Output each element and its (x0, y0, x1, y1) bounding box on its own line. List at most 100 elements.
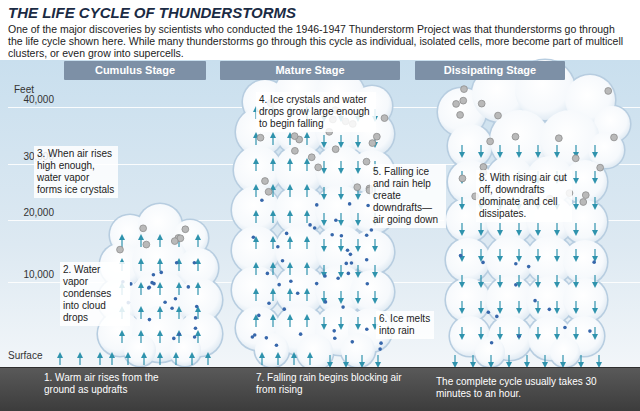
cloud-puff (341, 333, 375, 367)
cloud-edge (444, 236, 491, 283)
airflow-arrow (323, 161, 324, 171)
airflow-arrow (159, 237, 160, 247)
ice-crystal (461, 86, 468, 93)
ice-crystal (611, 134, 618, 141)
rain-drop (163, 300, 167, 304)
cloud-puff (446, 278, 490, 322)
airflow-arrow (594, 171, 595, 181)
airflow-arrow (340, 265, 341, 275)
rain-drop (350, 340, 354, 344)
ice-crystal (369, 140, 376, 147)
cloud-puff (350, 230, 394, 274)
airflow-arrow (323, 135, 324, 145)
rain-drop (147, 286, 151, 290)
airflow-arrow (490, 355, 491, 365)
rain-drop (365, 258, 369, 262)
airflow-arrow (255, 265, 256, 275)
ice-crystal (582, 192, 589, 199)
rain-drop (193, 261, 197, 265)
cloud-puff (124, 334, 156, 366)
airflow-arrow (594, 301, 595, 311)
airflow-arrow (472, 355, 473, 365)
rain-drop (308, 223, 312, 227)
rain-drop (459, 254, 463, 258)
rain-drop (315, 282, 319, 286)
rain-drop (194, 326, 198, 330)
ice-crystal (460, 97, 467, 104)
airflow-arrow (289, 239, 290, 249)
airflow-arrow (178, 261, 179, 271)
rain-drop (514, 262, 518, 266)
airflow-arrow (277, 355, 278, 365)
rain-drop (277, 283, 281, 287)
airflow-arrow (556, 249, 557, 259)
caption: One of the major discoveries by scientis… (8, 23, 632, 59)
cloud (436, 58, 631, 368)
ice-crystal (605, 88, 612, 95)
ice-crystal (478, 100, 485, 107)
stage-header: Dissipating Stage (415, 61, 565, 80)
airflow-arrow (323, 213, 324, 223)
airflow-arrow (323, 265, 324, 275)
ice-crystal (459, 175, 466, 182)
rain-drop (276, 245, 280, 249)
rain-drop (324, 300, 328, 304)
rain-drop (349, 253, 353, 257)
airflow-arrow (556, 223, 557, 233)
airflow-arrow (340, 187, 341, 197)
airflow-arrow (575, 197, 576, 207)
stage-header: Cumulus Stage (64, 61, 206, 80)
airflow-arrow (575, 327, 576, 337)
rain-drop (563, 326, 567, 330)
airflow-arrow (289, 187, 290, 197)
rain-drop (495, 315, 499, 319)
rain-drop (299, 332, 303, 336)
rain-drop (347, 272, 351, 276)
rain-drop (152, 273, 156, 277)
airflow-arrow (121, 237, 122, 247)
callout-text: 2. Water vapor condenses into cloud drop… (60, 262, 130, 326)
airflow-arrow (357, 317, 358, 327)
airflow-arrow (159, 261, 160, 271)
airflow-arrow (159, 285, 160, 295)
ice-crystal (487, 138, 494, 145)
callout-text: 4. Ice crystals and water drops grow lar… (256, 92, 376, 132)
airflow-arrow (79, 355, 80, 365)
rain-drop (275, 344, 279, 348)
airflow-arrow (345, 355, 346, 365)
airflow-arrow (306, 161, 307, 171)
airflow-arrow (575, 249, 576, 259)
rain-drop (253, 333, 257, 337)
cloud-edge (136, 202, 183, 249)
airflow-arrow (499, 249, 500, 259)
ice-crystal (291, 133, 298, 140)
airflow-arrow (140, 285, 141, 295)
airflow-arrow (461, 223, 462, 233)
stage-title: Cumulus Stage (64, 61, 206, 80)
airflow-arrow (537, 223, 538, 233)
airflow-arrow (556, 301, 557, 311)
cloud-puff (563, 240, 607, 284)
rain-drop (170, 306, 174, 310)
airflow-arrow (537, 275, 538, 285)
rain-drop (252, 235, 256, 239)
airflow-arrow (340, 213, 341, 223)
ground (0, 367, 640, 411)
airflow-arrow (289, 135, 290, 145)
ice-crystal (265, 188, 272, 195)
note: The complete cycle usually takes 30 minu… (436, 376, 632, 400)
callout-text: 8. With rising air cut off, downdrafts d… (476, 170, 572, 222)
airflow-arrow (526, 355, 527, 365)
ice-crystal (453, 101, 460, 108)
rain-drop (341, 305, 345, 309)
rain-drop (289, 279, 293, 283)
airflow-arrow (575, 301, 576, 311)
cloud-edge (230, 224, 281, 275)
airflow-arrow (537, 249, 538, 259)
rain-drop (330, 233, 334, 237)
airflow-arrow (329, 355, 330, 365)
airflow-arrow (537, 301, 538, 311)
altitude-label: 10,000 (8, 269, 54, 281)
airflow-arrow (197, 261, 198, 271)
airflow-arrow (357, 161, 358, 171)
